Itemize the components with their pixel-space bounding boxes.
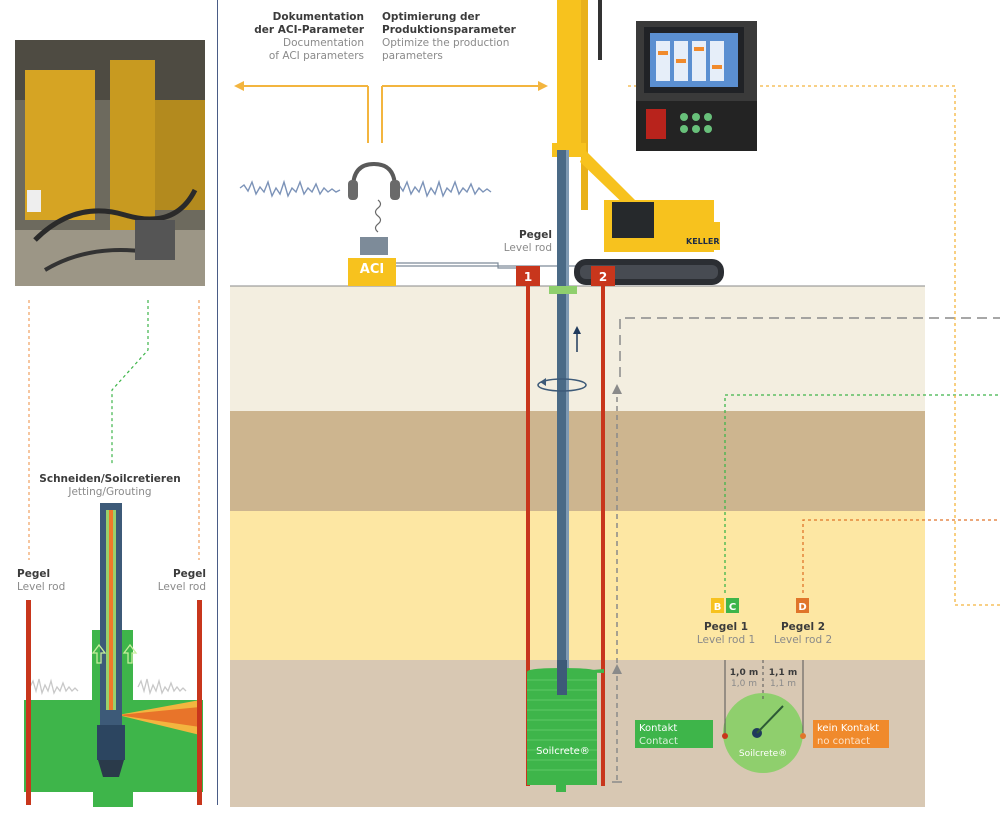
soil-layer-2 (230, 411, 925, 511)
aci-device-icon (360, 237, 388, 255)
marker-2 (591, 266, 615, 286)
right-rod-label-en: Level rod (157, 581, 206, 593)
pegel1-de: Pegel 1 (703, 621, 748, 633)
marker-1 (516, 266, 540, 286)
dist1-de: 1,0 m (729, 668, 759, 678)
badge-b (711, 598, 724, 613)
contact-de: Kontakt (639, 723, 677, 734)
dist1-en: 1,0 m (731, 679, 757, 689)
rig-brand: KELLER (686, 237, 719, 246)
doc-label-en: Documentation of ACI parameters (268, 37, 364, 62)
drill-rig: KELLER (552, 0, 724, 285)
dist2-en: 1,1 m (770, 679, 796, 689)
no-contact-de: kein Kontakt (817, 723, 879, 734)
sound-wave-right (394, 179, 492, 198)
soilcrete-label: Soilcrete® (536, 746, 590, 757)
marker-2-label: 2 (599, 270, 607, 284)
level-rod-top-en: Level rod (503, 242, 552, 254)
headphones-icon (348, 161, 400, 233)
dist2-de: 1,1 m (768, 668, 798, 678)
badge-d (796, 598, 809, 613)
pegel2-en: Level rod 2 (773, 634, 833, 646)
level-rod-1 (526, 286, 530, 786)
pegel2-de: Pegel 2 (780, 621, 825, 633)
badge-c-label: C (729, 602, 736, 613)
left-rod-label-en: Level rod (17, 581, 66, 593)
soil-layer-3 (230, 511, 925, 660)
contact-en: Contact (639, 736, 678, 747)
drill-rig-photo (15, 40, 205, 286)
opt-label-de: Optimierung der Produktionsparameter (382, 11, 516, 36)
aci-label: ACI (359, 262, 385, 277)
badge-d-label: D (798, 602, 806, 613)
opt-label-en: Optimize the production parameters (382, 37, 510, 62)
rotation-arrow-icon (537, 378, 587, 392)
sound-wave-left (239, 179, 341, 198)
marker-1-label: 1 (524, 270, 532, 284)
contact-box (635, 720, 713, 748)
jetting-label-en: Jetting/Grouting (68, 486, 152, 498)
soilcrete-circle (723, 693, 803, 773)
panel-divider (217, 0, 218, 805)
left-rod-label-de: Pegel (17, 568, 51, 580)
level-rod-2 (601, 286, 605, 786)
badge-c (726, 598, 739, 613)
doc-label-de: Dokumentation der ACI-Parameter (254, 11, 364, 36)
level-rod-top-de: Pegel (518, 229, 552, 241)
no-contact-box (813, 720, 889, 748)
soilcrete-small-label: Soilcrete® (739, 749, 787, 759)
aci-box (348, 258, 396, 286)
pegel1-en: Level rod 1 (696, 634, 756, 646)
left-panel-diagram (24, 300, 203, 807)
jetting-label-de: Schneiden/Soilcretieren (39, 473, 181, 485)
badge-b-label: B (714, 602, 722, 613)
right-rod-label-de: Pegel (172, 568, 206, 580)
control-monitor-photo (636, 21, 757, 151)
no-contact-en: no contact (817, 736, 870, 747)
